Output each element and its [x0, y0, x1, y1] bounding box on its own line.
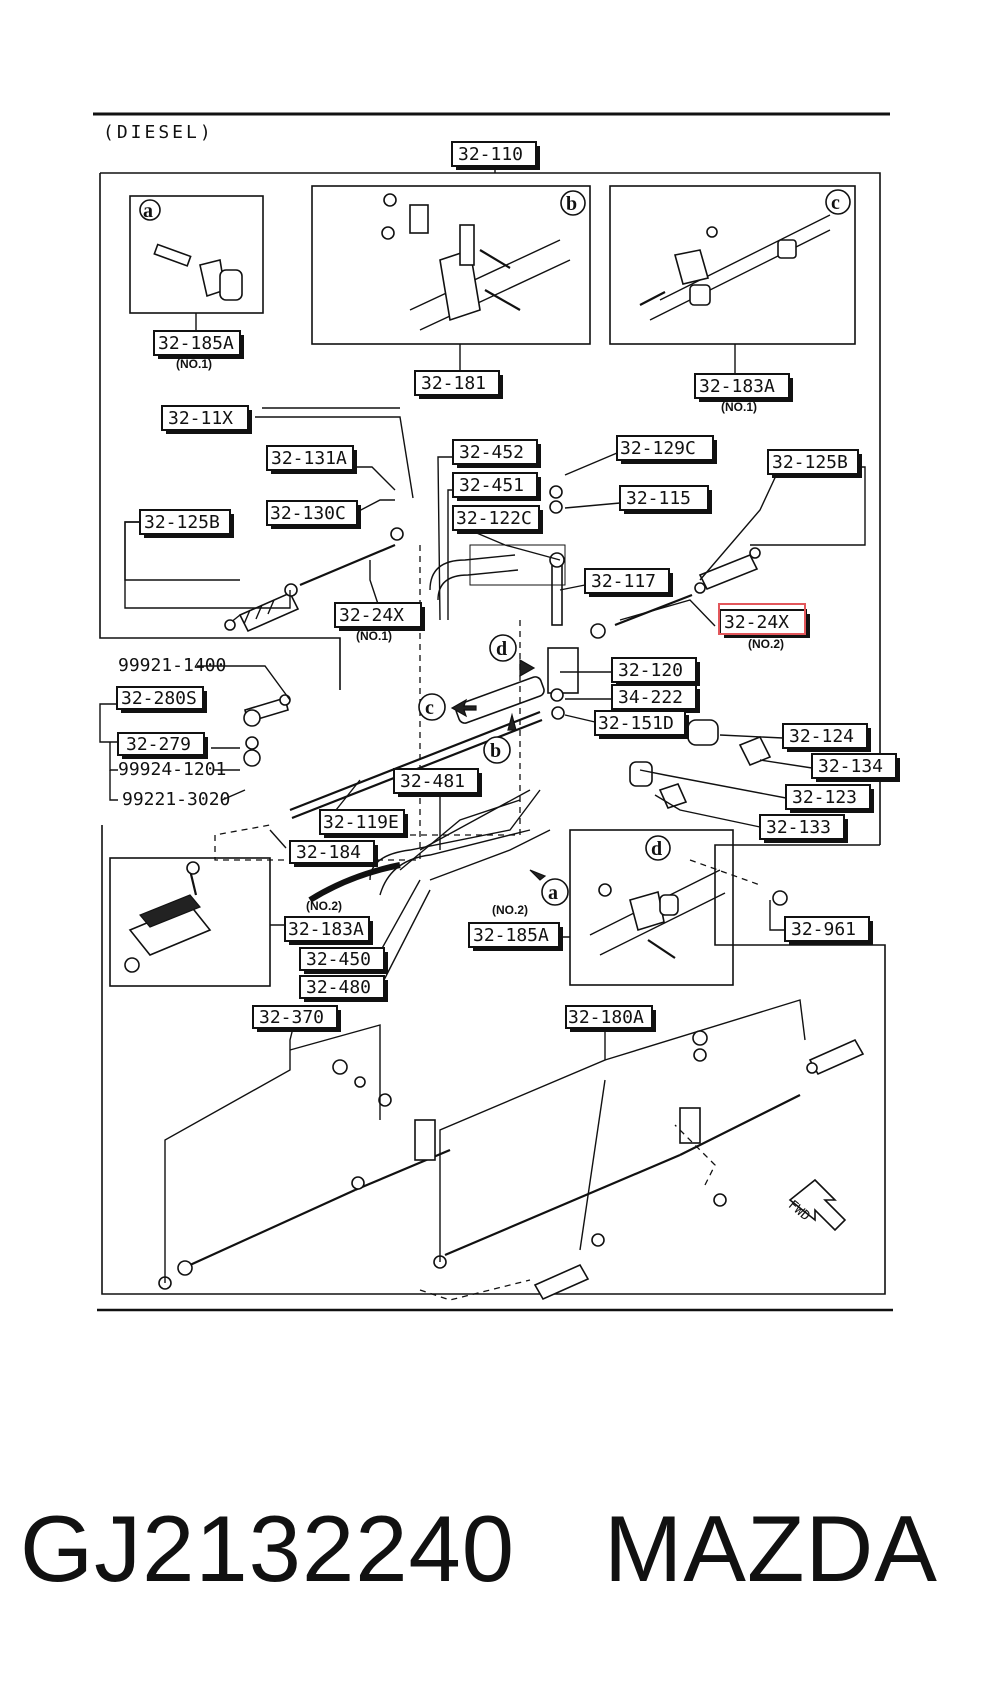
inset-c-parts	[639, 189, 851, 321]
inset-d-parts	[589, 835, 726, 959]
brand-name: MAZDA	[604, 1496, 938, 1601]
label-32-185A-a: 32-185A	[158, 333, 234, 354]
label-no1-c: (NO.1)	[721, 400, 757, 414]
inset-a-letter: a	[143, 200, 153, 222]
label-99221-3020: 99221-3020	[122, 789, 230, 810]
hose-bracket-outline	[469, 544, 566, 586]
label-32-125B-left: 32-125B	[144, 512, 220, 533]
label-32-134: 32-134	[818, 756, 883, 777]
label-32-183A-top: 32-183A	[699, 376, 775, 397]
part-number: GJ2132240	[20, 1496, 516, 1601]
label-32-184: 32-184	[296, 842, 361, 863]
lower-assembly-180a	[433, 1030, 865, 1301]
steering-rack-main	[289, 485, 579, 820]
tie-rod-end	[243, 694, 291, 767]
inset-d-box	[569, 829, 734, 986]
label-32-961: 32-961	[791, 919, 856, 940]
label-32-451: 32-451	[459, 475, 524, 496]
arrow-a-icon	[529, 869, 547, 881]
arrow-no2-icon	[308, 862, 401, 903]
label-32-123: 32-123	[792, 787, 857, 808]
label-no2-183: (NO.2)	[306, 899, 342, 913]
label-32-117: 32-117	[591, 571, 656, 592]
label-32-24X-left: 32-24X	[339, 605, 404, 626]
label-34-222: 34-222	[618, 687, 683, 708]
outer-frame-left	[99, 173, 341, 690]
label-32-110: 32-110	[458, 144, 523, 165]
label-box-32-110	[451, 141, 537, 167]
direction-arrows	[308, 658, 847, 1232]
highlight-32-24X	[718, 603, 806, 635]
label-32-185A-d: 32-185A	[473, 925, 549, 946]
inset-d-letter: d	[651, 838, 662, 860]
label-32-24X-right: 32-24X	[724, 612, 789, 633]
parts-diagram: (DIESEL) a b c	[93, 112, 900, 1312]
label-32-130C: 32-130C	[270, 503, 346, 524]
callout-b-letter: b	[490, 740, 501, 762]
main-callouts	[418, 634, 569, 906]
inset-c-box	[609, 185, 856, 345]
label-32-452: 32-452	[459, 442, 524, 463]
label-32-120: 32-120	[618, 660, 683, 681]
label-no2-24x: (NO.2)	[748, 637, 784, 651]
label-32-125B-right: 32-125B	[772, 452, 848, 473]
label-32-279: 32-279	[126, 734, 191, 755]
label-32-280S: 32-280S	[121, 688, 197, 709]
label-no1-24x: (NO.1)	[356, 629, 392, 643]
label-99924-1201: 99924-1201	[118, 759, 226, 780]
hose-lines	[369, 554, 551, 896]
label-32-133: 32-133	[766, 817, 831, 838]
label-32-480: 32-480	[306, 977, 371, 998]
lower-assembly-370	[158, 1059, 451, 1290]
label-99921-1400: 99921-1400	[118, 655, 226, 676]
label-32-119E: 32-119E	[323, 812, 399, 833]
label-no2-185: (NO.2)	[492, 903, 528, 917]
outer-frame-bottom	[101, 825, 886, 1295]
label-32-129C: 32-129C	[620, 438, 696, 459]
inset-183a-box	[109, 857, 271, 987]
inset-a-parts	[139, 199, 243, 301]
arrow-b-icon	[507, 712, 517, 731]
inset-b-parts	[381, 190, 586, 331]
diesel-heading: (DIESEL)	[103, 122, 214, 143]
outer-frame-top	[100, 172, 881, 845]
inset-b-box	[311, 185, 591, 345]
label-32-450: 32-450	[306, 949, 371, 970]
label-32-131A: 32-131A	[271, 448, 347, 469]
part-labels: 32-110 32-185A (NO.1) 32-181 32-183A (NO…	[116, 141, 900, 1032]
mount-brackets	[629, 719, 788, 906]
inset-c-letter: c	[831, 192, 840, 214]
fwd-arrow-icon	[788, 1178, 847, 1232]
label-32-11X: 32-11X	[168, 408, 233, 429]
callout-a-circle-inset	[139, 199, 161, 221]
callout-c-letter: c	[425, 697, 434, 719]
dashed-guides	[214, 545, 761, 1301]
left-tie-rod	[224, 527, 404, 633]
arrow-d-icon	[519, 658, 536, 678]
label-32-180A: 32-180A	[568, 1007, 644, 1028]
label-32-481: 32-481	[400, 771, 465, 792]
callout-a-letter: a	[548, 882, 558, 904]
inset-183a-parts	[124, 861, 212, 973]
label-32-122C: 32-122C	[456, 508, 532, 529]
label-32-151D: 32-151D	[598, 713, 674, 734]
label-32-370: 32-370	[259, 1007, 324, 1028]
arrow-c-icon	[450, 698, 477, 718]
label-no1-a: (NO.1)	[176, 357, 212, 371]
label-32-181: 32-181	[421, 373, 486, 394]
label-32-183A-bottom: 32-183A	[288, 919, 364, 940]
callout-d-letter: d	[496, 638, 507, 660]
label-32-124: 32-124	[789, 726, 854, 747]
label-32-115: 32-115	[626, 488, 691, 509]
inset-b-letter: b	[566, 193, 577, 215]
